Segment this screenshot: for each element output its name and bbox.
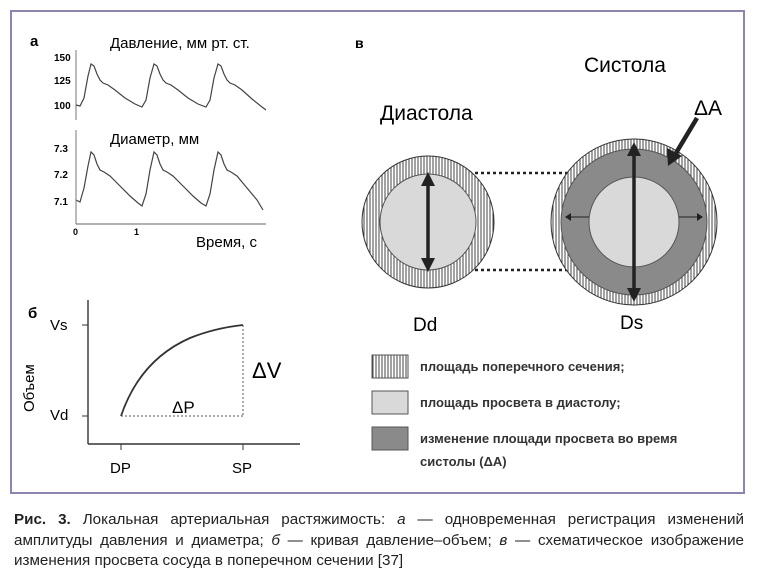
time-tick-0: 0 bbox=[73, 227, 78, 237]
diameter-tick-73: 7.3 bbox=[54, 144, 68, 155]
panel-b-letter: б bbox=[28, 305, 37, 322]
legend-delta-line1: изменение площади просвета во время bbox=[420, 431, 677, 446]
delta-v-label: ΔV bbox=[252, 358, 282, 383]
diameter-tick-72: 7.2 bbox=[54, 170, 68, 181]
legend-cross-section: площадь поперечного сечения; bbox=[420, 359, 625, 374]
legend-delta-line2: систолы (ΔA) bbox=[420, 454, 507, 469]
diameter-tick-71: 7.1 bbox=[54, 197, 68, 208]
pressure-tick-150: 150 bbox=[54, 53, 71, 64]
delta-p-label: ΔP bbox=[172, 398, 195, 417]
panel-v-letter: в bbox=[355, 35, 364, 51]
time-tick-1: 1 bbox=[134, 227, 139, 237]
caption-letter-a: а bbox=[397, 511, 406, 528]
legend-swatch-delta bbox=[371, 426, 409, 451]
systole-label: Систола bbox=[584, 54, 666, 77]
ds-label: Ds bbox=[620, 313, 643, 334]
x-dp-label: DP bbox=[110, 460, 131, 477]
pressure-waveform bbox=[75, 63, 267, 111]
diameter-label: Диаметр, мм bbox=[110, 131, 199, 148]
caption-letter-b: б bbox=[271, 531, 280, 549]
diastole-label: Диастола bbox=[380, 102, 473, 125]
expand-arrowhead-left bbox=[565, 213, 571, 221]
pressure-volume-curve bbox=[120, 324, 244, 417]
ds-arrowhead-up bbox=[627, 142, 641, 156]
caption-letter-v: в bbox=[499, 531, 508, 549]
ds-arrowhead-down bbox=[627, 288, 641, 302]
delta-a-pointer-head bbox=[667, 148, 682, 166]
legend-swatch-lumen bbox=[371, 390, 409, 415]
dd-arrowhead-up bbox=[421, 172, 435, 186]
diameter-waveform bbox=[75, 150, 264, 211]
vs-label: Vs bbox=[50, 317, 68, 334]
pressure-tick-100: 100 bbox=[54, 101, 71, 112]
pressure-tick-125: 125 bbox=[54, 76, 71, 87]
figure-caption: Рис. 3. Локальная артериальная растяжимо… bbox=[14, 510, 744, 572]
legend-swatch-cross-section bbox=[371, 354, 409, 379]
delta-a-pointer bbox=[674, 116, 699, 155]
caption-text-2: — одновременная регистрация изменений ам… bbox=[14, 511, 744, 549]
dd-arrowhead-down bbox=[421, 258, 435, 272]
x-sp-label: SP bbox=[232, 460, 252, 477]
delta-a-label: ΔA bbox=[694, 97, 722, 120]
pressure-label: Давление, мм рт. ст. bbox=[110, 35, 250, 52]
caption-fig-label: Рис. 3. bbox=[14, 511, 71, 528]
legend-lumen: площадь просвета в диастолу; bbox=[420, 395, 621, 410]
caption-text-3: — кривая давление–объем; bbox=[279, 531, 500, 549]
time-label: Время, с bbox=[196, 234, 257, 251]
caption-text-1: Локальная артериальная растяжимость: bbox=[70, 511, 398, 528]
panel-a-letter: а bbox=[30, 33, 39, 50]
vd-label: Vd bbox=[50, 407, 68, 424]
caption-text-4: — схематическое изображение изменения пр… bbox=[14, 531, 744, 570]
volume-axis-label: Объем bbox=[21, 364, 38, 412]
expand-arrowhead-right bbox=[697, 213, 703, 221]
dd-label: Dd bbox=[413, 315, 437, 336]
